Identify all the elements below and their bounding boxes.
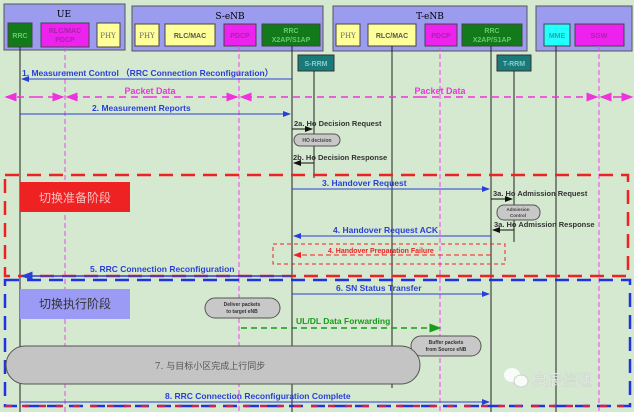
ue-phy-label: PHY [100, 32, 116, 40]
label-packet-data-target: Packet Data [414, 86, 466, 96]
senb-rlcmac-box [164, 23, 216, 47]
ue-rlc-pdcp-box [40, 22, 90, 48]
label-buffer-1: Buffer packets [429, 340, 464, 346]
tenb-pdcp-label: PDCP [431, 33, 451, 40]
tenb-rlcmac-label: RLC/MAC [376, 33, 408, 40]
label-data-forwarding: UL/DL Data Forwarding [296, 316, 390, 326]
tenb-rrc-box [461, 23, 523, 47]
buffer-packets-process [410, 335, 482, 357]
wechat-watermark: 启辰信通 [504, 368, 592, 389]
label-ho-admission-response: 3a. Ho Admission Response [494, 220, 595, 229]
wechat-icon-bubble [513, 374, 529, 388]
preparation-phase-label-box [20, 182, 130, 212]
label-rrc-reconfiguration-complete: 8. RRC Connection Reconfiguration Comple… [165, 391, 351, 401]
tenb-title: T-eNB [416, 12, 444, 22]
label-buffer-2: from Source eNB [426, 347, 467, 353]
senb-phy-label: PHY [139, 32, 155, 40]
label-admission-1: Admission [506, 207, 529, 212]
preparation-phase-frame [3, 173, 630, 278]
watermark-text: 启辰信通 [532, 371, 592, 389]
s-rrm-label: S-RRM [305, 61, 328, 68]
admission-control-process [496, 204, 541, 221]
t-rrm-label: T-RRM [503, 61, 525, 68]
label-handover-preparation-failure: 4. Handover Preparation Failure [328, 248, 434, 255]
label-measurement-reports: 2. Measurement Reports [92, 103, 191, 113]
tenb-node: T-eNB PHY RLC/MAC PDCP RRC X2AP/S1AP [332, 5, 528, 52]
senb-rrc-box [261, 23, 321, 47]
senb-title: S-eNB [215, 12, 245, 22]
ue-rrc-label: RRC [12, 33, 27, 40]
sgw-label: SGW [591, 33, 608, 40]
execution-phase-label: 切换执行阶段 [39, 296, 111, 311]
tenb-phy-box [335, 23, 361, 47]
label-measurement-control: 1. Measurement Control （RRC Connection R… [22, 68, 273, 78]
preparation-phase-label: 切换准备阶段 [39, 190, 111, 205]
uplink-sync-process [5, 345, 421, 385]
label-handover-request: 3. Handover Request [322, 178, 407, 188]
label-packet-data-source: Packet Data [124, 86, 176, 96]
senb-rrc-label: RRC [283, 28, 298, 35]
ho-decision-process [293, 133, 341, 147]
senb-pdcp-box [223, 23, 257, 47]
senb-node: S-eNB PHY RLC/MAC PDCP RRC X2AP/S1AP [131, 5, 324, 52]
label-sn-status-transfer: 6. SN Status Transfer [336, 283, 422, 293]
tenb-pdcp-box [424, 23, 458, 47]
label-ho-decision-response: 2b. Ho Decision Response [293, 153, 387, 162]
tenb-phy-label: PHY [340, 32, 356, 40]
label-ho-decision-request: 2a. Ho Decision Request [294, 119, 382, 128]
ue-title: UE [57, 10, 71, 20]
label-rrc-connection-reconfiguration: 5. RRC Connection Reconfiguration [90, 264, 235, 274]
label-ho-decision: HO decision [302, 138, 331, 144]
mme-box [543, 23, 571, 47]
tenb-x2ap-label: X2AP/S1AP [473, 37, 512, 44]
label-deliver-2: to target eNB [226, 309, 258, 315]
label-deliver-1: Deliver packets [224, 302, 261, 308]
ue-node: UE RRC RLC/MAC PDCP PHY [3, 3, 126, 51]
senb-pdcp-label: PDCP [230, 33, 250, 40]
s-rrm-box [297, 54, 335, 72]
senb-x2ap-label: X2AP/S1AP [272, 37, 311, 44]
preparation-failure-frame [272, 243, 506, 265]
label-handover-request-ack: 4. Handover Request ACK [333, 225, 439, 235]
tenb-rrc-label: RRC [484, 28, 499, 35]
senb-phy-box [134, 23, 160, 47]
ue-pdcp-label: PDCP [55, 37, 75, 44]
label-ho-admission-request: 3a. Ho Admission Request [493, 189, 588, 198]
execution-phase-label-box [20, 289, 130, 319]
deliver-packets-process [204, 297, 281, 319]
ue-phy-box [96, 22, 121, 48]
senb-rlcmac-label: RLC/MAC [174, 33, 206, 40]
label-admission-2: Control [510, 213, 526, 218]
core-node: MME SGW [535, 5, 633, 52]
label-uplink-sync: 7. 与目标小区完成上行同步 [155, 360, 265, 372]
mme-label: MME [549, 33, 566, 40]
ue-rlcmac-label: RLC/MAC [49, 28, 81, 35]
ue-rrc-box [7, 22, 33, 48]
